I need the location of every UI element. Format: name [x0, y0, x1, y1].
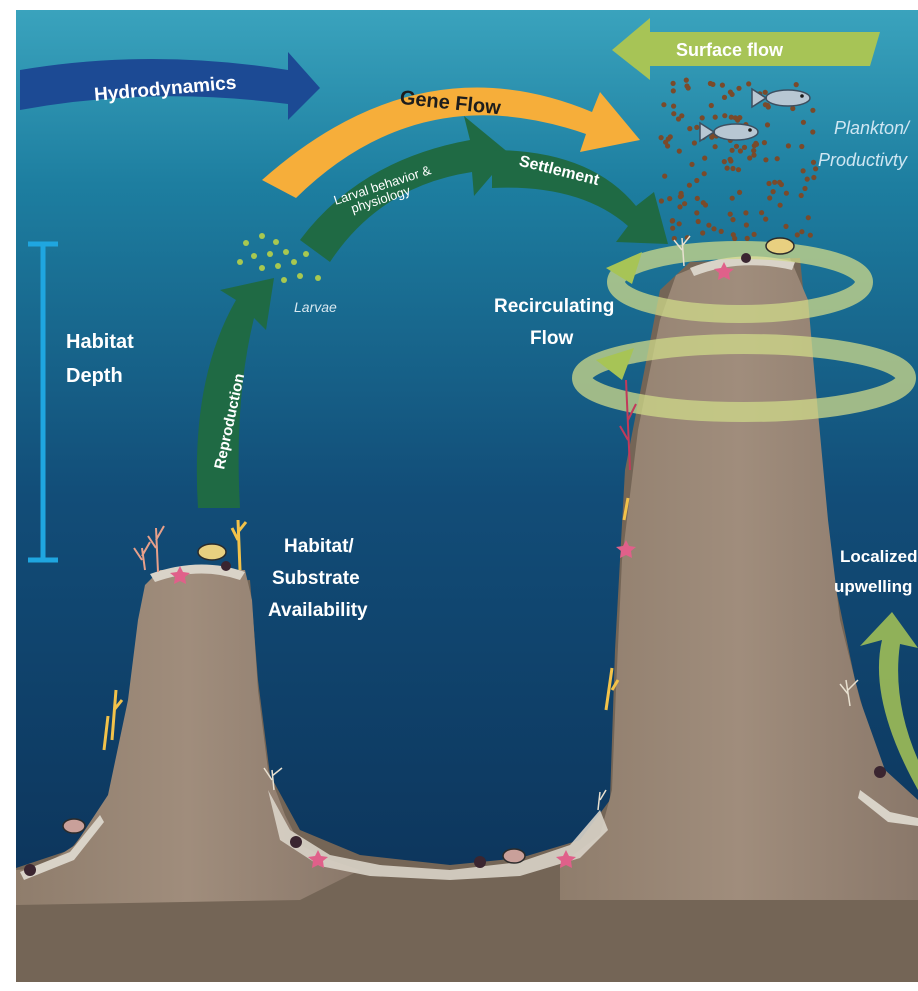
- coral-icon: [102, 497, 630, 751]
- coral-icon: [263, 235, 859, 811]
- recirculating-flow-rings: [572, 241, 916, 422]
- habitat-depth-bar: [28, 241, 58, 563]
- habitat-substrate-label-3: Availability: [268, 600, 368, 621]
- fish-icon: [699, 121, 759, 143]
- gene-flow-arrow: Gene Flow: [262, 87, 640, 198]
- surface-flow-label: Surface flow: [676, 40, 784, 60]
- habitat-depth-label-1: Habitat: [66, 331, 134, 353]
- sediment-right-peak: [690, 256, 795, 276]
- plankton-label-1: Plankton/: [834, 118, 911, 138]
- upwelling-arrow: [860, 612, 918, 790]
- larvae-label: Larvae: [294, 299, 337, 315]
- crab-icon: [62, 237, 795, 864]
- upwelling-label-1: Localized: [840, 547, 917, 566]
- starfish-icon: [170, 262, 734, 868]
- right-seamount: [560, 258, 918, 900]
- sediment-left-peak: [150, 564, 245, 582]
- sediment-left-base: [20, 815, 104, 880]
- urchin-icon: [24, 253, 886, 876]
- fish-icon: [751, 87, 811, 109]
- surface-flow-arrow: Surface flow: [612, 18, 880, 80]
- recirculating-arrowhead: [596, 348, 634, 380]
- sediment-right-base: [858, 790, 918, 826]
- larvae-dots: [237, 233, 321, 283]
- coral-icon: [619, 379, 637, 471]
- recirculating-label-1: Recirculating: [494, 296, 614, 317]
- habitat-depth-label-2: Depth: [66, 365, 123, 387]
- habitat-substrate-label-2: Substrate: [272, 568, 360, 589]
- upwelling-label-2: upwelling: [834, 577, 912, 596]
- coral-icon: [133, 525, 165, 573]
- habitat-substrate-label-1: Habitat/: [284, 536, 354, 557]
- recirculating-arrowhead: [606, 252, 642, 284]
- recirculating-label-2: Flow: [530, 328, 573, 349]
- plankton-label-2: Productivty: [818, 150, 908, 170]
